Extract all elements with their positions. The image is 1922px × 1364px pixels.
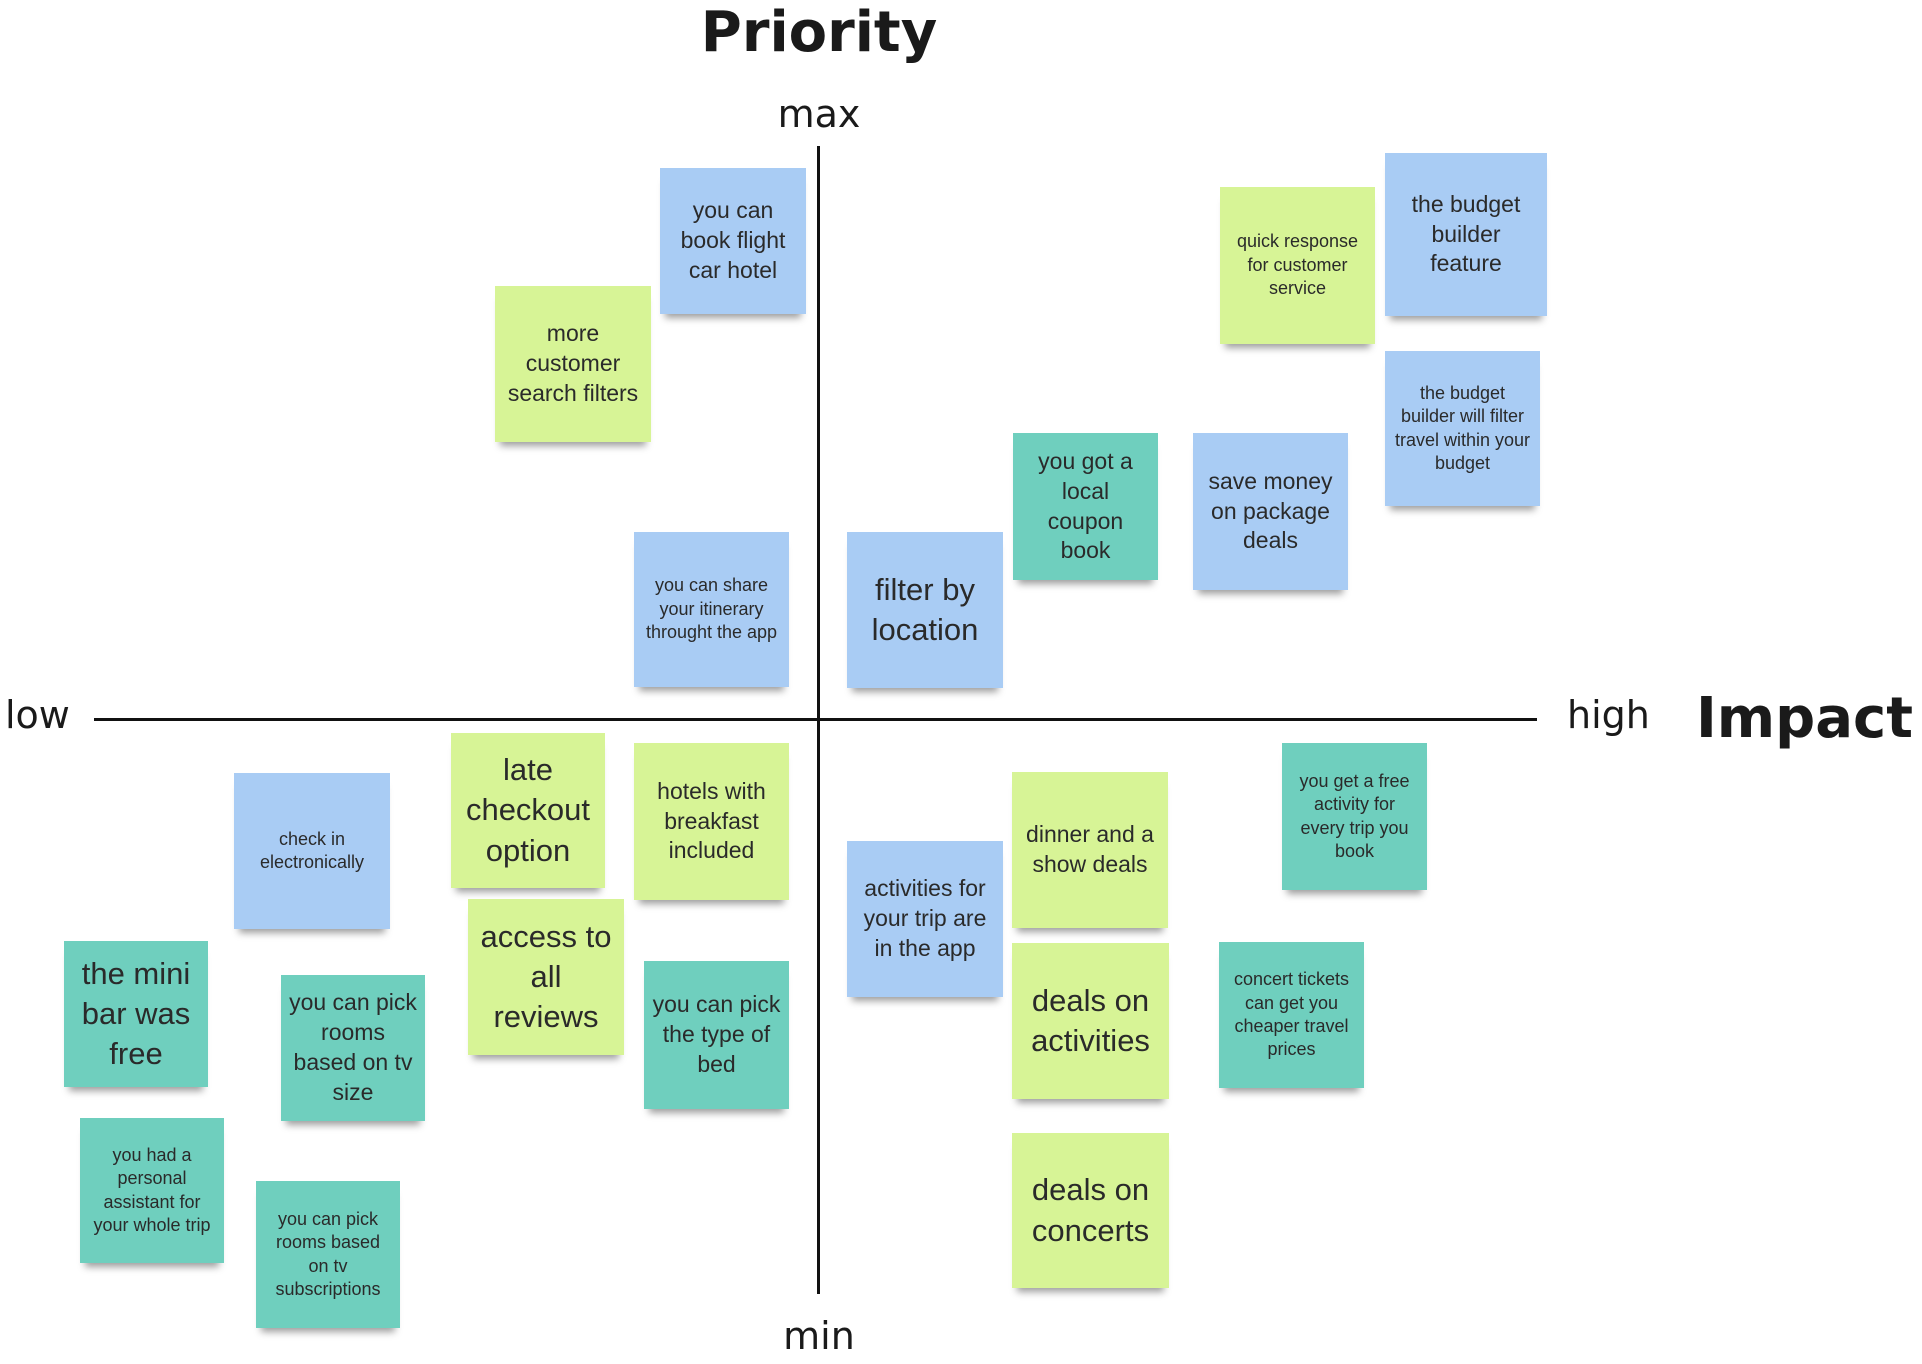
- sticky-note-text: more customer search filters: [507, 320, 639, 406]
- sticky-note-activities-app[interactable]: activities for your trip are in the app: [847, 841, 1003, 997]
- sticky-note-hotels-breakfast[interactable]: hotels with breakfast included: [634, 743, 789, 900]
- axis-label-low: low: [5, 693, 70, 737]
- sticky-note-text: you got a local coupon book: [1038, 447, 1133, 564]
- sticky-note-text: you can share your itinerary throught th…: [645, 575, 778, 643]
- sticky-note-text: deals on concerts: [1031, 1172, 1150, 1248]
- axis-label-high: high: [1567, 693, 1650, 737]
- sticky-note-text: activities for your trip are in the app: [863, 875, 987, 961]
- sticky-note-text: the mini bar was free: [81, 955, 191, 1072]
- horizontal-axis: [94, 718, 1537, 721]
- sticky-note-free-activity[interactable]: you get a free activity for every trip y…: [1282, 743, 1427, 890]
- sticky-note-text: you can pick rooms based on tv size: [289, 989, 417, 1105]
- sticky-note-text: you can pick the type of bed: [652, 991, 781, 1077]
- sticky-note-rooms-tv-size[interactable]: you can pick rooms based on tv size: [281, 975, 425, 1121]
- sticky-note-rooms-tv-subs[interactable]: you can pick rooms based on tv subscript…: [256, 1181, 400, 1328]
- sticky-note-share-itinerary[interactable]: you can share your itinerary throught th…: [634, 532, 789, 687]
- sticky-note-text: you get a free activity for every trip y…: [1299, 770, 1410, 861]
- sticky-note-text: hotels with breakfast included: [657, 777, 766, 864]
- sticky-note-text: the budget builder feature: [1411, 190, 1521, 277]
- sticky-note-text: the budget builder will filter travel wi…: [1394, 382, 1531, 473]
- sticky-note-text: filter by location: [871, 571, 979, 647]
- sticky-note-text: access to all reviews: [480, 918, 612, 1035]
- sticky-note-dinner-show[interactable]: dinner and a show deals: [1012, 772, 1168, 928]
- sticky-note-late-checkout[interactable]: late checkout option: [451, 733, 605, 888]
- sticky-note-text: concert tickets can get you cheaper trav…: [1233, 969, 1350, 1060]
- sticky-note-budget-filter[interactable]: the budget builder will filter travel wi…: [1385, 351, 1540, 506]
- sticky-note-text: late checkout option: [465, 752, 591, 868]
- sticky-note-package-deals[interactable]: save money on package deals: [1193, 433, 1348, 590]
- sticky-note-concert-tickets[interactable]: concert tickets can get you cheaper trav…: [1219, 942, 1364, 1088]
- sticky-note-text: check in electronically: [259, 828, 365, 872]
- sticky-note-budget-builder[interactable]: the budget builder feature: [1385, 153, 1547, 316]
- axis-label-max: max: [777, 92, 861, 136]
- sticky-note-text: quick response for customer service: [1236, 231, 1359, 299]
- sticky-note-access-reviews[interactable]: access to all reviews: [468, 899, 624, 1055]
- sticky-note-text: dinner and a show deals: [1026, 821, 1154, 877]
- sticky-note-book-flight[interactable]: you can book flight car hotel: [660, 168, 806, 314]
- sticky-note-mini-bar[interactable]: the mini bar was free: [64, 941, 208, 1087]
- axis-label-min: min: [783, 1314, 855, 1358]
- sticky-note-quick-response[interactable]: quick response for customer service: [1220, 187, 1375, 344]
- sticky-note-coupon-book[interactable]: you got a local coupon book: [1013, 433, 1158, 580]
- sticky-note-text: you had a personal assistant for your wh…: [93, 1144, 211, 1235]
- sticky-note-text: you can book flight car hotel: [680, 197, 786, 283]
- sticky-note-check-in[interactable]: check in electronically: [234, 773, 390, 929]
- sticky-note-text: save money on package deals: [1208, 467, 1333, 554]
- sticky-note-type-of-bed[interactable]: you can pick the type of bed: [644, 961, 789, 1109]
- sticky-note-filter-location[interactable]: filter by location: [847, 532, 1003, 688]
- sticky-note-text: deals on activities: [1031, 982, 1150, 1058]
- sticky-note-deals-activities[interactable]: deals on activities: [1012, 943, 1169, 1099]
- sticky-note-text: you can pick rooms based on tv subscript…: [275, 1208, 381, 1299]
- sticky-note-search-filters[interactable]: more customer search filters: [495, 286, 651, 442]
- impact-title: Impact: [1695, 686, 1913, 751]
- sticky-note-personal-assistant[interactable]: you had a personal assistant for your wh…: [80, 1118, 224, 1263]
- sticky-note-deals-concerts[interactable]: deals on concerts: [1012, 1133, 1169, 1288]
- priority-title: Priority: [700, 0, 938, 65]
